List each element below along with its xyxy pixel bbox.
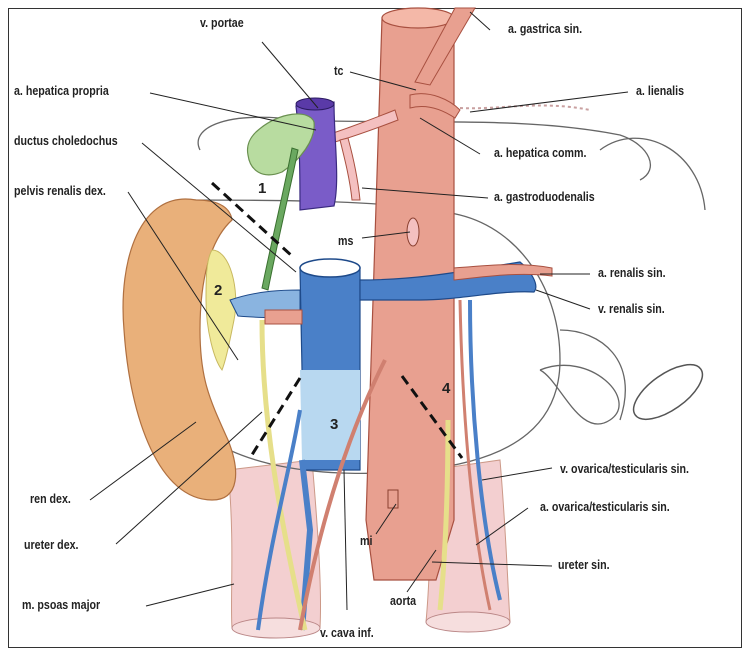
label-ms: ms xyxy=(338,234,353,248)
label-v-ovarica-sin: v. ovarica/testicularis sin. xyxy=(560,462,689,476)
label-a-ovarica-sin: a. ovarica/testicularis sin. xyxy=(540,500,670,514)
label-a-gastrica-sin: a. gastrica sin. xyxy=(508,22,582,36)
label-tc: tc xyxy=(334,64,343,78)
label-a-hepatica-comm: a. hepatica comm. xyxy=(494,146,586,160)
label-m-psoas-major: m. psoas major xyxy=(22,598,100,612)
region-number-3: 3 xyxy=(330,416,338,433)
label-ureter-dex: ureter dex. xyxy=(24,538,79,552)
label-a-hepatica-propria: a. hepatica propria xyxy=(14,84,109,98)
label-ureter-sin: ureter sin. xyxy=(558,558,610,572)
renal-artery-right xyxy=(265,310,302,324)
label-a-lienalis: a. lienalis xyxy=(636,84,684,98)
label-a-gastroduodenalis: a. gastroduodenalis xyxy=(494,190,595,204)
label-v-portae: v. portae xyxy=(200,16,244,30)
label-a-renalis-sin: a. renalis sin. xyxy=(598,266,666,280)
region-number-4: 4 xyxy=(442,380,450,397)
label-ductus-choledochus: ductus choledochus xyxy=(14,134,118,148)
renal-pelvis-right xyxy=(206,250,236,370)
region-number-1: 1 xyxy=(258,180,266,197)
label-pelvis-renalis-dex: pelvis renalis dex. xyxy=(14,184,106,198)
label-aorta: aorta xyxy=(390,594,416,608)
label-ren-dex: ren dex. xyxy=(30,492,71,506)
label-mi: mi xyxy=(360,534,372,548)
region-number-2: 2 xyxy=(214,282,222,299)
label-v-renalis-sin: v. renalis sin. xyxy=(598,302,665,316)
label-v-cava-inf: v. cava inf. xyxy=(320,626,374,640)
bowel-loop xyxy=(625,354,711,429)
